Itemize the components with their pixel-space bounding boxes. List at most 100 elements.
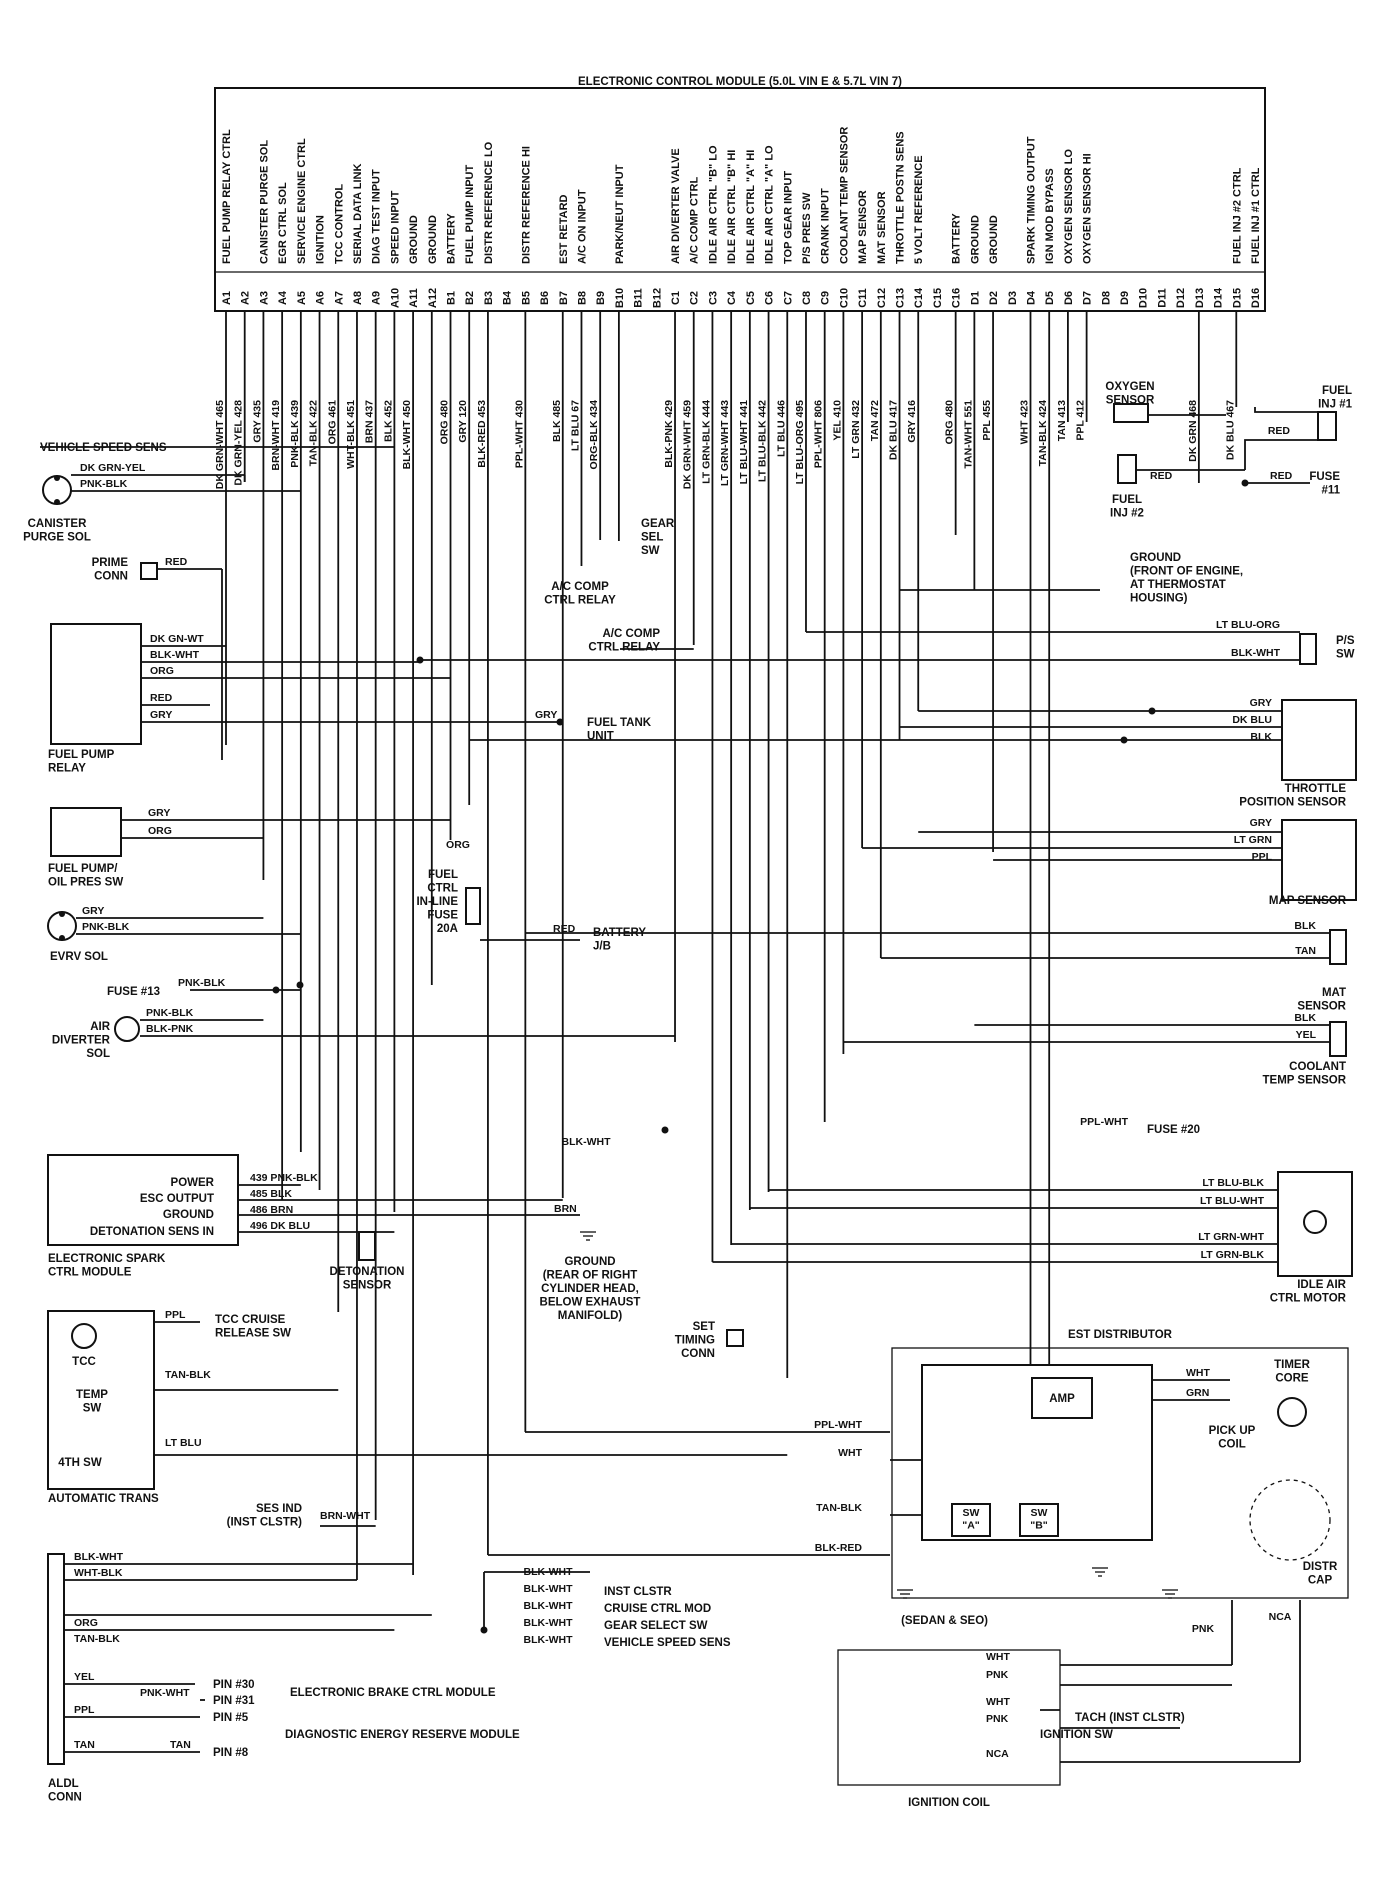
- pin-id: C12: [876, 288, 888, 308]
- label-air-div-w1: PNK-BLK: [146, 1007, 194, 1019]
- pin-wire: PNK-BLK 439: [289, 400, 301, 468]
- pin-wire: LT BLU 446: [775, 400, 787, 457]
- ecm-pin-b4: B4: [502, 290, 514, 305]
- label-fuse11: FUSE#11: [1309, 471, 1340, 497]
- label-ps-w2: BLK-WHT: [1231, 647, 1281, 659]
- ecm-pin-d14: D14: [1213, 287, 1225, 308]
- distr-cap-icon: [1249, 1479, 1331, 1561]
- wire: [1244, 439, 1318, 470]
- pin-wire: BLK 452: [382, 400, 394, 442]
- pin-function: GROUND: [988, 215, 1000, 264]
- label-map-w3: PPL: [1252, 851, 1273, 863]
- pin-function: DIAG TEST INPUT: [371, 169, 383, 264]
- label-derm: DIAGNOSTIC ENERGY RESERVE MODULE: [285, 1729, 520, 1741]
- label-esc-w1: 439 PNK-BLK: [250, 1172, 318, 1184]
- pin-id: D14: [1213, 287, 1225, 308]
- pin-wire: YEL 410: [831, 400, 843, 441]
- label-iac-w2: LT BLU-WHT: [1200, 1195, 1265, 1207]
- label-fp-relay-w5: GRY: [150, 709, 172, 721]
- label-est-w2: WHT: [838, 1447, 862, 1459]
- ps-sw-icon: [1299, 633, 1317, 665]
- automatic-trans: [47, 1310, 155, 1490]
- pin-wire: GRY 435: [251, 400, 263, 443]
- pin-function: SPARK TIMING OUTPUT: [1025, 136, 1037, 264]
- label-fuse-inline-w: ORG: [446, 839, 470, 851]
- pin-id: C13: [895, 288, 907, 308]
- label-auto-trans: AUTOMATIC TRANS: [48, 1493, 159, 1505]
- sw-b-box: [1019, 1503, 1059, 1537]
- pin-wire: LT BLU-ORG 495: [794, 400, 806, 485]
- ecm-pin-d12: D12: [1175, 288, 1187, 308]
- label-ground-rear-w2: BLK-WHT: [562, 1136, 612, 1148]
- pin-function: IGN MOD BYPASS: [1044, 168, 1056, 264]
- label-esc-w4: 496 DK BLU: [250, 1220, 310, 1232]
- pin-wire: PPL 455: [981, 400, 993, 441]
- pin-function: GROUND: [969, 215, 981, 264]
- pin-function: PARK/NEUT INPUT: [614, 164, 626, 264]
- label-vss: VEHICLE SPEED SENS: [40, 442, 167, 454]
- ecm-pin-d9: D9: [1119, 291, 1131, 305]
- pin-wire: ORG 480: [944, 400, 956, 445]
- ecm-pin-d10: D10: [1138, 288, 1150, 308]
- pin-id: B4: [502, 290, 514, 305]
- prime-conn: [140, 562, 158, 580]
- label-evrv-w1: GRY: [82, 905, 104, 917]
- ecm-module: ELECTRONIC CONTROL MODULE (5.0L VIN E & …: [214, 76, 1266, 490]
- label-pin30: PIN #30: [213, 1679, 255, 1691]
- pin-id: D12: [1175, 288, 1187, 308]
- label-ic-w1: WHT: [986, 1651, 1010, 1663]
- pin-id: C10: [838, 288, 850, 308]
- label-aldl-w2: WHT-BLK: [74, 1567, 123, 1579]
- label-bw: BLK-WHT: [524, 1617, 574, 1629]
- pin-id: D7: [1082, 291, 1094, 305]
- fuel-pump-relay: [50, 623, 142, 745]
- pin-wire: LT GRN-WHT 443: [719, 400, 731, 486]
- pin-id: D1: [969, 291, 981, 305]
- pin-id: C5: [745, 291, 757, 305]
- pin-wire: PPL-WHT 430: [513, 400, 525, 468]
- pin-id: D6: [1063, 291, 1075, 305]
- ecm-pin-b6: B6: [539, 291, 551, 305]
- pin-function: EST RETARD: [558, 194, 570, 264]
- label-tps-w3: BLK: [1250, 731, 1272, 743]
- label-prime-w: RED: [165, 556, 188, 568]
- label-mat-w2: TAN: [1295, 945, 1316, 957]
- ecm-pin-d11: D11: [1156, 288, 1168, 308]
- label-gear-select: GEAR SELECT SW: [604, 1620, 708, 1632]
- label-pin31: PIN #31: [213, 1695, 255, 1707]
- label-esc-output: ESC OUTPUT: [140, 1193, 214, 1205]
- pin-id: C4: [726, 290, 738, 305]
- label-esc-det: DETONATION SENS IN: [90, 1226, 214, 1238]
- pin-id: D10: [1138, 288, 1150, 308]
- label-esc-w3: 486 BRN: [250, 1204, 293, 1216]
- iac-motor-icon: [1303, 1210, 1327, 1234]
- pin-id: B11: [633, 288, 645, 308]
- label-ebcm: ELECTRONIC BRAKE CTRL MODULE: [290, 1687, 496, 1699]
- pin-wire: DK GRN 468: [1187, 400, 1199, 462]
- label-est-dist: EST DISTRIBUTOR: [1068, 1329, 1173, 1341]
- pin-function: SPEED INPUT: [389, 190, 401, 264]
- label-pin5: PIN #5: [213, 1712, 249, 1724]
- pin-id: D9: [1119, 291, 1131, 305]
